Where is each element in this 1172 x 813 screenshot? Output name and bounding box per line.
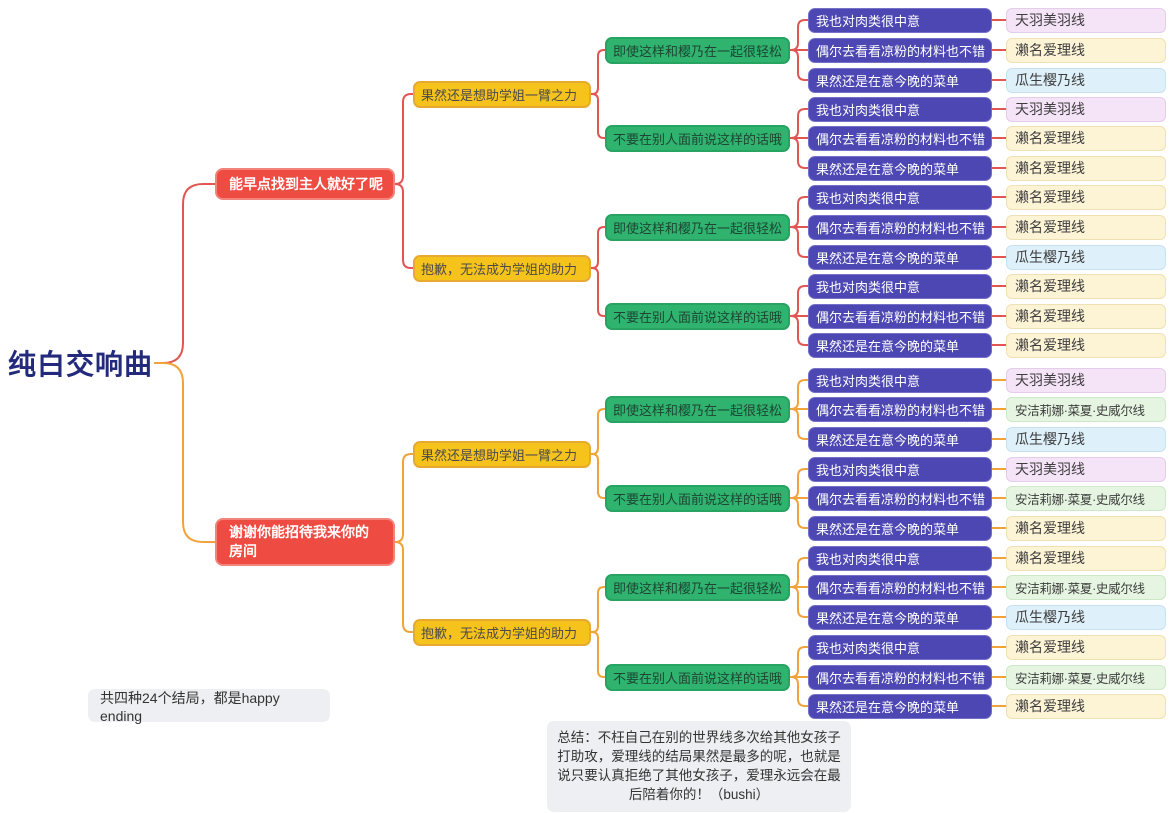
ending-node-miu[interactable]: 天羽美羽线 (1006, 367, 1166, 393)
choice-node-purple[interactable]: 果然还是在意今晚的菜单 (808, 693, 992, 719)
ending-node-miu[interactable]: 天羽美羽线 (1006, 96, 1166, 122)
connector-line (590, 631, 606, 678)
ending-node-airi[interactable]: 濑名爱理线 (1006, 634, 1166, 660)
ending-node-sakuno[interactable]: 瓜生樱乃线 (1006, 604, 1166, 630)
connector-line (394, 453, 414, 543)
connector-line (590, 586, 606, 633)
connector-line (590, 49, 606, 95)
ending-node-airi[interactable]: 濑名爱理线 (1006, 515, 1166, 541)
choice-node-yellow[interactable]: 果然还是想助学姐一臂之力 (413, 440, 591, 468)
branch-node-red[interactable]: 能早点找到主人就好了呢 (215, 168, 395, 200)
choice-node-purple[interactable]: 我也对肉类很中意 (808, 634, 992, 660)
choice-node-purple[interactable]: 偶尔去看看凉粉的材料也不错 (808, 574, 992, 600)
connector-line (789, 468, 809, 499)
ending-node-sakuno[interactable]: 瓜生樱乃线 (1006, 426, 1166, 452)
choice-node-purple[interactable]: 我也对肉类很中意 (808, 456, 992, 482)
choice-node-purple[interactable]: 果然还是在意今晚的菜单 (808, 67, 992, 93)
choice-node-purple[interactable]: 我也对肉类很中意 (808, 96, 992, 122)
choice-node-yellow[interactable]: 抱歉，无法成为学姐的助力 (413, 254, 591, 282)
choice-node-green[interactable]: 不要在别人面前说这样的话哦 (605, 663, 790, 691)
ending-node-sakuno[interactable]: 瓜生樱乃线 (1006, 67, 1166, 93)
ending-node-angelina[interactable]: 安洁莉娜·菜夏·史威尔线 (1006, 574, 1166, 600)
ending-node-angelina[interactable]: 安洁莉娜·菜夏·史威尔线 (1006, 485, 1166, 511)
choice-node-purple[interactable]: 偶尔去看看凉粉的材料也不错 (808, 396, 992, 422)
ending-node-airi[interactable]: 濑名爱理线 (1006, 332, 1166, 358)
connector-line (590, 93, 606, 139)
connector-line (789, 379, 809, 410)
choice-node-purple[interactable]: 偶尔去看看凉粉的材料也不错 (808, 664, 992, 690)
ending-node-airi[interactable]: 濑名爱理线 (1006, 125, 1166, 151)
choice-node-purple[interactable]: 果然还是在意今晚的菜单 (808, 515, 992, 541)
connector-line (590, 408, 606, 455)
choice-node-purple[interactable]: 我也对肉类很中意 (808, 545, 992, 571)
connector-line (590, 453, 606, 499)
connector-line (789, 315, 809, 346)
choice-node-green[interactable]: 即使这样和樱乃在一起很轻松 (605, 36, 790, 64)
connector-line (789, 497, 809, 529)
ending-node-airi[interactable]: 濑名爱理线 (1006, 155, 1166, 181)
connector-line (590, 226, 606, 269)
connector-line (789, 137, 809, 169)
choice-node-purple[interactable]: 我也对肉类很中意 (808, 7, 992, 33)
choice-node-green[interactable]: 即使这样和樱乃在一起很轻松 (605, 395, 790, 423)
connector-line (789, 19, 809, 51)
choice-node-yellow[interactable]: 抱歉，无法成为学姐的助力 (413, 618, 591, 646)
choice-node-yellow[interactable]: 果然还是想助学姐一臂之力 (413, 80, 591, 108)
choice-node-green[interactable]: 不要在别人面前说这样的话哦 (605, 302, 790, 330)
choice-node-purple[interactable]: 果然还是在意今晚的菜单 (808, 426, 992, 452)
ending-node-airi[interactable]: 濑名爱理线 (1006, 37, 1166, 63)
connector-line (789, 586, 809, 618)
choice-node-purple[interactable]: 果然还是在意今晚的菜单 (808, 155, 992, 181)
connector-line (789, 408, 809, 440)
ending-node-airi[interactable]: 濑名爱理线 (1006, 273, 1166, 299)
connector-line (394, 183, 414, 269)
connector-line (789, 196, 809, 228)
choice-node-purple[interactable]: 我也对肉类很中意 (808, 367, 992, 393)
connector-line (789, 676, 809, 707)
connector-line (394, 541, 414, 633)
choice-node-purple[interactable]: 果然还是在意今晚的菜单 (808, 244, 992, 270)
ending-node-airi[interactable]: 濑名爱理线 (1006, 545, 1166, 571)
note-summary[interactable]: 总结：不枉自己在别的世界线多次给其他女孩子打助攻，爱理线的结局果然是最多的呢，也… (547, 721, 851, 812)
ending-node-angelina[interactable]: 安洁莉娜·菜夏·史威尔线 (1006, 396, 1166, 422)
choice-node-green[interactable]: 即使这样和樱乃在一起很轻松 (605, 573, 790, 601)
connector-line (154, 183, 216, 364)
ending-node-miu[interactable]: 天羽美羽线 (1006, 7, 1166, 33)
connector-line (154, 362, 216, 543)
root-node[interactable]: 纯白交响曲 (8, 349, 154, 380)
connector-line (789, 285, 809, 317)
choice-node-purple[interactable]: 果然还是在意今晚的菜单 (808, 604, 992, 630)
choice-node-purple[interactable]: 偶尔去看看凉粉的材料也不错 (808, 485, 992, 511)
connector-line (789, 646, 809, 678)
note-endings-count[interactable]: 共四种24个结局，都是happy ending (88, 689, 330, 724)
ending-node-airi[interactable]: 濑名爱理线 (1006, 184, 1166, 210)
choice-node-purple[interactable]: 偶尔去看看凉粉的材料也不错 (808, 37, 992, 63)
connector-line (789, 226, 809, 258)
connector-line (394, 93, 414, 185)
choice-node-green[interactable]: 不要在别人面前说这样的话哦 (605, 124, 790, 152)
choice-node-purple[interactable]: 我也对肉类很中意 (808, 273, 992, 299)
choice-node-purple[interactable]: 偶尔去看看凉粉的材料也不错 (808, 125, 992, 151)
ending-node-airi[interactable]: 濑名爱理线 (1006, 303, 1166, 329)
connector-line (789, 557, 809, 588)
ending-node-sakuno[interactable]: 瓜生樱乃线 (1006, 244, 1166, 270)
connector-line (789, 108, 809, 139)
connector-line (590, 267, 606, 317)
choice-node-purple[interactable]: 偶尔去看看凉粉的材料也不错 (808, 214, 992, 240)
choice-node-purple[interactable]: 果然还是在意今晚的菜单 (808, 332, 992, 358)
choice-node-purple[interactable]: 偶尔去看看凉粉的材料也不错 (808, 303, 992, 329)
branch-node-red[interactable]: 谢谢你能招待我来你的房间 (215, 518, 395, 566)
ending-node-angelina[interactable]: 安洁莉娜·菜夏·史威尔线 (1006, 664, 1166, 690)
choice-node-green[interactable]: 不要在别人面前说这样的话哦 (605, 484, 790, 512)
ending-node-airi[interactable]: 濑名爱理线 (1006, 693, 1166, 719)
choice-node-purple[interactable]: 我也对肉类很中意 (808, 184, 992, 210)
choice-node-green[interactable]: 即使这样和樱乃在一起很轻松 (605, 213, 790, 241)
ending-node-miu[interactable]: 天羽美羽线 (1006, 456, 1166, 482)
ending-node-airi[interactable]: 濑名爱理线 (1006, 214, 1166, 240)
connector-line (789, 49, 809, 81)
